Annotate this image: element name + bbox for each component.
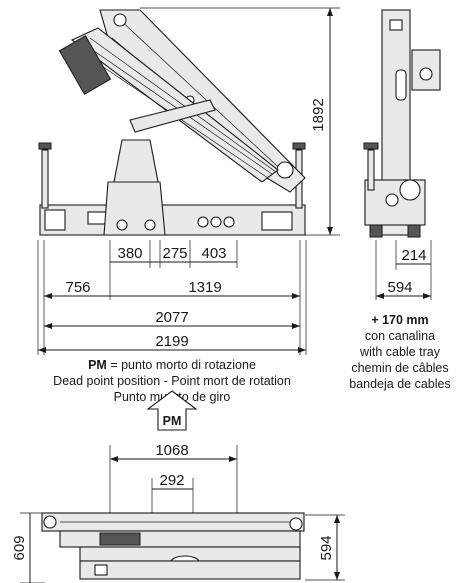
pm-direction-arrow — [146, 390, 198, 431]
cable-tray-note-bold: + 170 mm — [371, 313, 428, 327]
crane-side-view: 1892 380 275 403 756 1319 2077 2199 — [37, 7, 340, 404]
dim-403: 403 — [201, 245, 226, 262]
hydraulic-cylinder — [129, 99, 216, 133]
left-stabiliser-leg — [41, 149, 49, 209]
base-frame — [39, 204, 306, 236]
dim-214: 214 — [401, 247, 426, 264]
dim-609: 609 — [11, 535, 28, 560]
column — [113, 139, 159, 183]
dim-1068: 1068 — [155, 442, 188, 459]
dim-756: 756 — [65, 279, 90, 296]
caption-pm-line: PM = punto morto di rotazione — [88, 358, 256, 372]
dim-height: 1892 — [310, 98, 327, 131]
extension-boom — [70, 27, 279, 183]
dim-1319: 1319 — [188, 279, 221, 296]
boom-head — [58, 35, 112, 95]
dim-275: 275 — [162, 245, 187, 262]
cable-tray-note-2: with cable tray — [359, 345, 441, 359]
cable-tray-note-1: con canalina — [365, 329, 435, 343]
column-base — [103, 181, 166, 236]
top-view-boom-middle — [59, 530, 301, 548]
dim-594-end: 594 — [387, 279, 412, 296]
caption-line-2: Dead point position - Point mort de rota… — [53, 374, 291, 388]
dim-2199: 2199 — [155, 333, 188, 350]
dim-380: 380 — [117, 245, 142, 262]
dim-594-top: 594 — [318, 535, 335, 560]
crane-top-view: PM 1068 292 609 594 — [11, 390, 345, 583]
dim-2077: 2077 — [155, 309, 188, 326]
cable-tray-note-3: chemin de câbles — [351, 361, 448, 375]
top-view-base — [79, 560, 301, 580]
dim-292: 292 — [159, 472, 184, 489]
cable-tray-note-4: bandeja de cables — [349, 377, 450, 391]
crane-end-view: 214 594 + 170 mm con canalina with cable… — [349, 9, 451, 391]
pm-arrow-label: PM — [163, 414, 182, 428]
